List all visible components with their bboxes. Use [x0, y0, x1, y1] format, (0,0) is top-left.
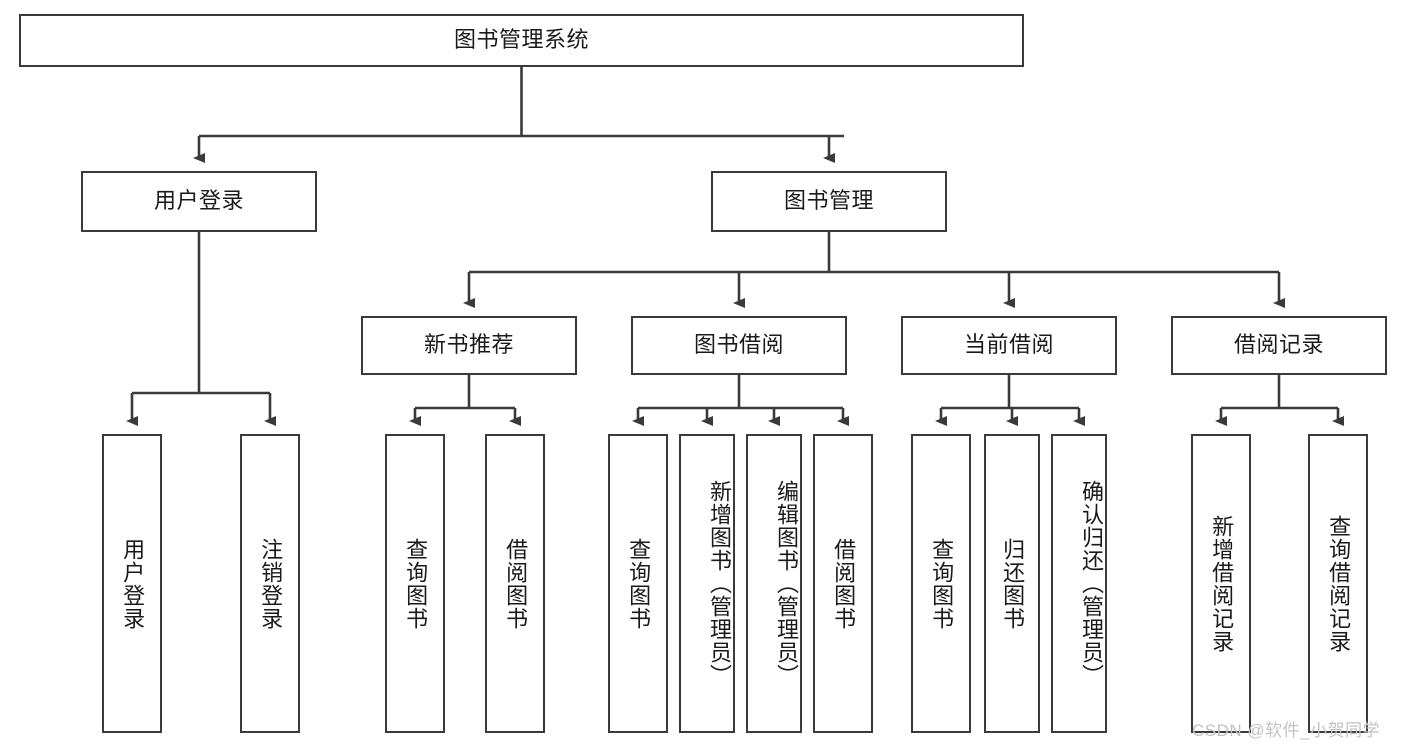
node-leaf-confirm-return-label: 确认归还（管理员） — [1079, 480, 1104, 687]
node-leaf-user-login[interactable]: 用户登录 — [102, 434, 162, 733]
node-leaf-query-record-label: 查询借阅记录 — [1326, 514, 1352, 653]
node-leaf-query-book-2[interactable]: 查询图书 — [608, 434, 668, 733]
node-leaf-edit-book-label: 编辑图书（管理员） — [774, 480, 799, 687]
node-book-manage-label: 图书管理 — [783, 188, 874, 214]
node-leaf-query-book-3[interactable]: 查询图书 — [911, 434, 971, 733]
node-leaf-user-logout-label: 注销登录 — [258, 537, 284, 630]
node-leaf-query-book-1[interactable]: 查询图书 — [385, 434, 445, 733]
node-leaf-query-book-2-label: 查询图书 — [626, 537, 652, 630]
node-leaf-borrow-book-2[interactable]: 借阅图书 — [813, 434, 873, 733]
node-leaf-add-record-label: 新增借阅记录 — [1209, 514, 1235, 653]
node-user-login-label: 用户登录 — [153, 188, 244, 214]
node-leaf-borrow-book-1[interactable]: 借阅图书 — [485, 434, 545, 733]
node-borrow-record-label: 借阅记录 — [1233, 332, 1324, 358]
node-book-borrow-label: 图书借阅 — [693, 332, 784, 358]
node-current-borrow-label: 当前借阅 — [963, 332, 1054, 358]
edge-new-book-recommend-to-leaves — [409, 375, 521, 426]
node-leaf-user-login-label: 用户登录 — [120, 537, 146, 630]
node-leaf-return-book[interactable]: 归还图书 — [984, 434, 1040, 733]
edge-book-manage-to-level3 — [463, 232, 1285, 308]
edge-root-to-level2 — [193, 67, 844, 163]
node-leaf-query-record[interactable]: 查询借阅记录 — [1308, 434, 1368, 733]
node-leaf-user-logout[interactable]: 注销登录 — [240, 434, 300, 733]
node-leaf-edit-book[interactable]: 编辑图书（管理员） — [746, 434, 802, 733]
node-leaf-query-book-3-label: 查询图书 — [929, 537, 955, 630]
node-new-book-recommend[interactable]: 新书推荐 — [361, 316, 577, 375]
node-root[interactable]: 图书管理系统 — [19, 14, 1024, 67]
node-leaf-return-book-label: 归还图书 — [1000, 537, 1026, 630]
node-leaf-add-book[interactable]: 新增图书（管理员） — [679, 434, 735, 733]
node-leaf-borrow-book-2-label: 借阅图书 — [831, 537, 857, 630]
node-book-borrow[interactable]: 图书借阅 — [631, 316, 847, 375]
node-borrow-record[interactable]: 借阅记录 — [1171, 316, 1387, 375]
node-leaf-query-book-1-label: 查询图书 — [403, 537, 429, 630]
watermark: CSDN @软件_小贺同学 — [1192, 721, 1381, 740]
node-book-manage[interactable]: 图书管理 — [711, 171, 947, 232]
edge-user-login-to-leaves — [126, 232, 276, 426]
edge-book-borrow-to-leaves — [632, 375, 849, 426]
node-new-book-recommend-label: 新书推荐 — [423, 332, 514, 358]
node-leaf-add-record[interactable]: 新增借阅记录 — [1191, 434, 1251, 733]
node-user-login[interactable]: 用户登录 — [81, 171, 317, 232]
edge-current-borrow-to-leaves — [935, 375, 1085, 426]
node-leaf-confirm-return[interactable]: 确认归还（管理员） — [1051, 434, 1107, 733]
node-root-label: 图书管理系统 — [453, 27, 589, 53]
edge-borrow-record-to-leaves — [1215, 375, 1344, 426]
node-leaf-borrow-book-1-label: 借阅图书 — [503, 537, 529, 630]
node-current-borrow[interactable]: 当前借阅 — [901, 316, 1117, 375]
node-leaf-add-book-label: 新增图书（管理员） — [707, 480, 732, 687]
